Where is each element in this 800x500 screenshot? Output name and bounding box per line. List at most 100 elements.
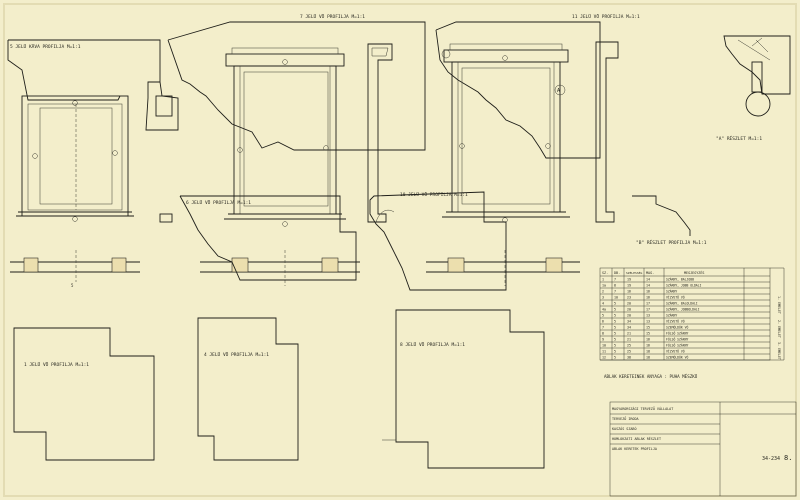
schedule-cell: SZÁRNY, BALJOBB <box>666 277 694 282</box>
schedule-cell: 5 <box>614 338 616 342</box>
profile-7-outline <box>167 21 426 151</box>
schedule-header-height: MAG. <box>646 271 654 275</box>
profile-10-outline <box>369 191 507 291</box>
profile-5-drawing: 5 JELÜ KÄVA PROFILJA M=1:1 5 <box>7 39 179 288</box>
schedule-cell: 7 <box>614 290 616 294</box>
profile-11-drawing: 11 JELÜ VÖ PROFILJA M=1:1 A <box>426 13 640 286</box>
profile-5-outline <box>7 39 179 131</box>
schedule-cell: FÖLSŐ SZÁRNY <box>666 337 688 342</box>
schedule-cell: 5 <box>614 320 616 324</box>
profile-11-outline <box>435 21 601 159</box>
title-block: MAGYARORSZÁGI TERVEZŐ VÁLLALAT TERVEZŐ I… <box>609 401 797 497</box>
section-box-left <box>155 95 173 117</box>
plan-7-pier-b <box>321 257 339 273</box>
schedule-cell: FÖLSŐ SZÁRNY <box>666 343 688 348</box>
plan-11-pier-b <box>545 257 563 273</box>
schedule-cell: 4a <box>602 308 606 312</box>
schedule-cell: 5 <box>614 302 616 306</box>
title-designer: KASZÁS SZABÓ <box>612 426 637 431</box>
schedule-cell: SZÁRNY, BALOLDALI <box>666 301 698 306</box>
schedule-header-note: MEGJEGYZÉS <box>684 270 704 275</box>
schedule-cell: 15 <box>646 332 650 336</box>
schedule-cell: VÍZVETŐ VÖ <box>666 349 685 354</box>
schedule-cell: 6 <box>602 320 604 324</box>
profile-5-label: 5 JELÜ KÄVA PROFILJA M=1:1 <box>10 43 81 50</box>
schedule-cell: SZEMÖLDÖK VÖ <box>666 325 688 330</box>
schedule-cell: 10 <box>602 344 606 348</box>
schedule-cell: SZÁRNY <box>666 289 677 294</box>
schedule-side-label-1: 1. EMELET <box>777 296 781 314</box>
profile-4-outline <box>197 317 299 461</box>
schedule-cell: 16 <box>646 296 650 300</box>
profile-7-drawing: 7 JELÜ VÖ PROFILJA M=1:1 <box>167 13 426 286</box>
profile-6-label: 6 JELÜ VÖ PROFILJA M=1:1 <box>186 199 251 206</box>
profile-7-label: 7 JELÜ VÖ PROFILJA M=1:1 <box>300 13 365 20</box>
schedule-cell: 11 <box>602 350 606 354</box>
marker-7b <box>237 147 243 153</box>
schedule-cell: 5 <box>602 314 604 318</box>
profile-8-label: 8 JELÜ VÖ PROFILJA M=1:1 <box>400 341 465 348</box>
title-subject: HOMLOKZATI ABLAK RÉSZLET <box>612 436 661 441</box>
schedule-cell: 16 <box>646 290 650 294</box>
schedule-cell: 13 <box>646 320 650 324</box>
schedule-cell: VÍZVETŐ VÖ <box>666 319 685 324</box>
schedule-cell: 1 <box>602 278 604 282</box>
window-inner-7 <box>243 71 329 207</box>
profile-4-label: 4 JELÜ VÖ PROFILJA M=1:1 <box>204 351 269 358</box>
schedule-cell: 3 <box>602 296 604 300</box>
b-detail-profile <box>632 195 691 236</box>
drawing-number: 34-234 <box>762 456 780 462</box>
schedule-cell: 5 <box>614 344 616 348</box>
schedule-cell: 14 <box>646 278 650 282</box>
schedule-cell: 1a <box>602 284 606 288</box>
plan-left-pier-b <box>111 257 127 273</box>
schedule-cell: 12 <box>602 356 606 360</box>
profile-6-drawing: 6 JELÜ VÖ PROFILJA M=1:1 <box>179 195 357 281</box>
schedule-side-label-3: 3. EMELET <box>777 342 781 360</box>
schedule-cell: 5 <box>614 308 616 312</box>
cornice-7-top <box>231 47 339 55</box>
schedule-cell: 16 <box>627 290 631 294</box>
schedule-cell: 15 <box>646 326 650 330</box>
profile-10-curve <box>375 209 395 223</box>
a-detail-circle <box>745 91 771 117</box>
schedule-cell: 21 <box>627 332 631 336</box>
schedule-cell: 20 <box>627 308 631 312</box>
schedule-cell: 9 <box>602 338 604 342</box>
plan-left-tag: 5 <box>71 283 74 288</box>
schedule-cell: 5 <box>614 326 616 330</box>
profile-10-drawing: 10 JELÜ VÖ PROFILJA M=1:1 <box>369 191 507 291</box>
schedule-cell: 20 <box>627 314 631 318</box>
schedule-cell: SZÁRNY, JOBB OLDALI <box>666 283 702 288</box>
schedule-side-label-2: 2. EMELET <box>777 320 781 338</box>
schedule-cell: 2 <box>602 290 604 294</box>
material-note: ABLAK KERETEINEK ANYAGA : PUHA MÉSZKŐ <box>604 374 698 379</box>
schedule-cell: 8 <box>614 284 616 288</box>
schedule-cell: 25 <box>627 344 631 348</box>
schedule-cell: 7 <box>614 278 616 282</box>
section-11 <box>595 41 619 223</box>
a-detail-line-2 <box>751 37 763 47</box>
schedule-header-count: DB. <box>614 271 620 275</box>
profile-1-outline <box>13 327 155 461</box>
schedule-cell: 14 <box>646 284 650 288</box>
profile-1-label: 1 JELÜ VÖ PROFILJA M=1:1 <box>24 361 89 368</box>
marker-11-b <box>441 49 451 59</box>
title-block-frame <box>609 401 797 497</box>
a-marker-letter: A <box>557 88 560 94</box>
schedule-cell: 38 <box>627 356 631 360</box>
schedule-cell: 34 <box>627 326 631 330</box>
schedule-cell: FÖLSŐ SZÁRNY <box>666 331 688 336</box>
schedule-header-width: SZÉLESSÉG <box>626 270 642 275</box>
section-7-head <box>371 47 389 57</box>
section-foot-left <box>159 213 173 223</box>
window-inner-left <box>27 103 123 211</box>
schedule-cell: 17 <box>646 302 650 306</box>
marker-a-callout <box>554 84 566 96</box>
marker-7a <box>282 59 288 65</box>
schedule-cell: 34 <box>627 320 631 324</box>
schedule-cell: 20 <box>627 302 631 306</box>
